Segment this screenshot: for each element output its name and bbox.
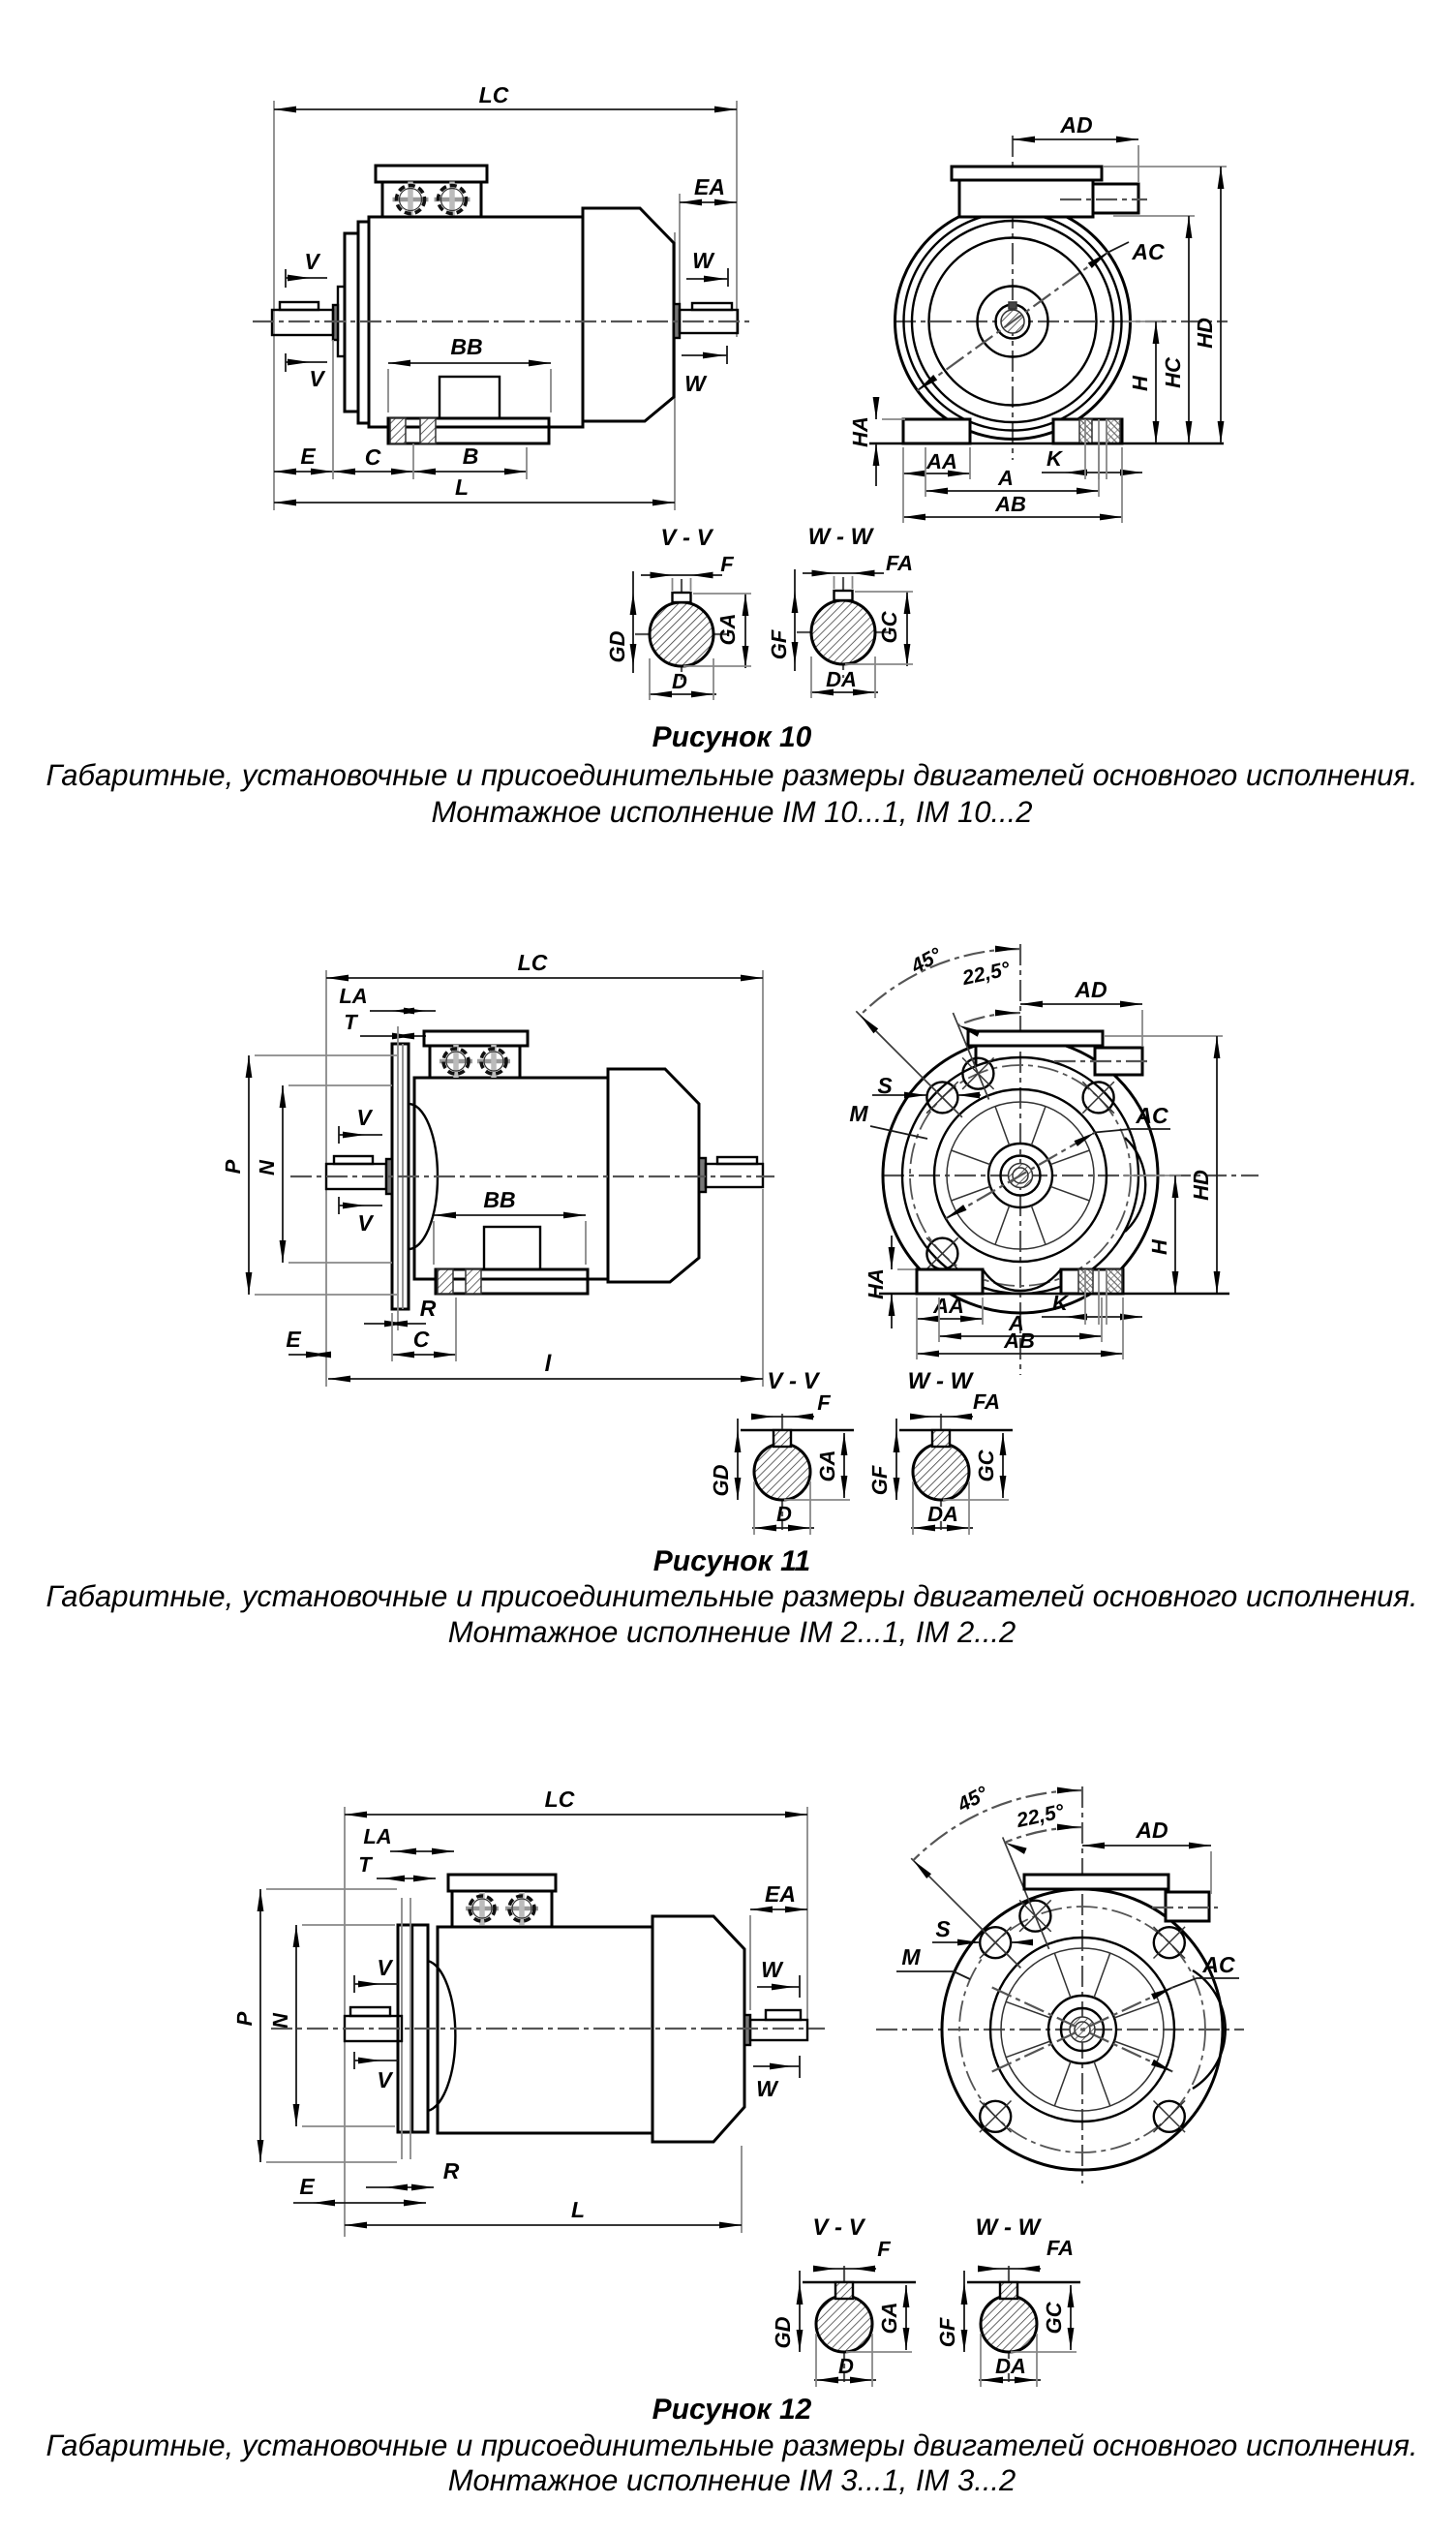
svg-text:A: A bbox=[997, 466, 1014, 490]
svg-text:BB: BB bbox=[483, 1187, 515, 1212]
svg-text:T: T bbox=[358, 1852, 373, 1877]
svg-text:AD: AD bbox=[1074, 977, 1107, 1002]
svg-text:E: E bbox=[299, 2174, 315, 2199]
svg-text:L: L bbox=[455, 474, 469, 500]
svg-text:N: N bbox=[255, 1159, 279, 1175]
svg-text:FA: FA bbox=[1046, 2236, 1074, 2260]
svg-text:F: F bbox=[817, 1390, 831, 1415]
svg-text:LC: LC bbox=[518, 950, 548, 975]
svg-text:HA: HA bbox=[848, 416, 872, 447]
svg-text:H: H bbox=[1128, 375, 1152, 391]
svg-text:L: L bbox=[571, 2197, 585, 2222]
svg-text:B: B bbox=[463, 443, 479, 469]
svg-text:M: M bbox=[849, 1101, 868, 1126]
svg-text:l: l bbox=[545, 1351, 553, 1377]
svg-text:V: V bbox=[304, 249, 320, 274]
svg-text:V - V: V - V bbox=[767, 1368, 820, 1394]
svg-text:LA: LA bbox=[339, 984, 367, 1008]
svg-text:EA: EA bbox=[694, 174, 725, 199]
svg-text:C: C bbox=[365, 444, 381, 470]
svg-text:M: M bbox=[901, 1944, 921, 1969]
svg-text:C: C bbox=[413, 1327, 430, 1352]
svg-text:Монтажное исполнение IM 10...1: Монтажное исполнение IM 10...1, IM 10...… bbox=[431, 795, 1032, 829]
svg-text:D: D bbox=[838, 2354, 854, 2378]
svg-text:V: V bbox=[356, 1105, 373, 1130]
svg-text:V - V: V - V bbox=[660, 525, 713, 551]
svg-text:AC: AC bbox=[1135, 1103, 1168, 1128]
svg-text:P: P bbox=[232, 2011, 257, 2026]
svg-text:E: E bbox=[300, 443, 316, 469]
svg-text:AD: AD bbox=[1135, 1817, 1168, 1843]
svg-text:W - W: W - W bbox=[808, 524, 875, 550]
svg-text:T: T bbox=[344, 1010, 358, 1034]
svg-text:GC: GC bbox=[1042, 2301, 1066, 2334]
svg-text:Рисунок 10: Рисунок 10 bbox=[652, 721, 812, 753]
svg-text:GF: GF bbox=[867, 1465, 892, 1495]
svg-text:F: F bbox=[720, 552, 734, 576]
svg-text:E: E bbox=[286, 1327, 301, 1352]
svg-text:GD: GD bbox=[605, 630, 629, 662]
svg-text:AA: AA bbox=[932, 1294, 964, 1318]
svg-text:V: V bbox=[309, 366, 325, 391]
svg-text:AB: AB bbox=[1003, 1328, 1035, 1353]
svg-text:W: W bbox=[692, 248, 715, 273]
svg-text:FA: FA bbox=[886, 551, 913, 575]
svg-text:LC: LC bbox=[545, 1786, 575, 1812]
svg-text:V - V: V - V bbox=[812, 2214, 865, 2241]
svg-text:W: W bbox=[756, 2076, 779, 2101]
svg-text:GD: GD bbox=[771, 2316, 795, 2348]
svg-text:EA: EA bbox=[765, 1881, 796, 1907]
svg-text:W: W bbox=[761, 1957, 784, 1982]
svg-text:GA: GA bbox=[877, 2303, 901, 2335]
svg-text:Рисунок 12: Рисунок 12 bbox=[652, 2394, 812, 2426]
svg-text:GA: GA bbox=[715, 614, 740, 646]
svg-text:F: F bbox=[877, 2237, 891, 2261]
svg-text:V: V bbox=[377, 1955, 393, 1980]
svg-text:AC: AC bbox=[1201, 1952, 1235, 1977]
svg-text:AA: AA bbox=[925, 449, 957, 473]
svg-text:D: D bbox=[672, 669, 687, 693]
svg-text:HD: HD bbox=[1193, 318, 1217, 349]
svg-text:Габаритные, установочные и при: Габаритные, установочные и присоединител… bbox=[46, 1579, 1417, 1613]
svg-text:K: K bbox=[1046, 446, 1064, 471]
svg-text:LC: LC bbox=[479, 82, 509, 107]
svg-text:AB: AB bbox=[994, 492, 1026, 516]
svg-text:GC: GC bbox=[877, 610, 901, 643]
svg-text:D: D bbox=[776, 1502, 792, 1526]
svg-text:HC: HC bbox=[1161, 356, 1185, 388]
svg-text:R: R bbox=[443, 2158, 460, 2183]
svg-text:S: S bbox=[935, 1916, 951, 1941]
svg-text:GA: GA bbox=[815, 1450, 839, 1482]
svg-text:K: K bbox=[1052, 1291, 1070, 1315]
svg-text:W - W: W - W bbox=[976, 2214, 1043, 2241]
svg-text:W - W: W - W bbox=[908, 1368, 975, 1394]
svg-text:Монтажное исполнение IM 2...1,: Монтажное исполнение IM 2...1, IM 2...2 bbox=[448, 1615, 1016, 1649]
svg-text:Монтажное исполнение IM 3...1,: Монтажное исполнение IM 3...1, IM 3...2 bbox=[448, 2463, 1016, 2497]
svg-text:AD: AD bbox=[1059, 112, 1092, 137]
svg-text:A: A bbox=[1008, 1311, 1024, 1335]
svg-text:Рисунок 11: Рисунок 11 bbox=[653, 1545, 810, 1577]
svg-text:AC: AC bbox=[1131, 239, 1165, 264]
svg-text:Габаритные, установочные и при: Габаритные, установочные и присоединител… bbox=[46, 2428, 1417, 2462]
svg-text:DA: DA bbox=[995, 2354, 1026, 2378]
svg-text:GF: GF bbox=[767, 629, 791, 659]
svg-text:GC: GC bbox=[974, 1449, 998, 1481]
svg-text:GD: GD bbox=[709, 1464, 733, 1496]
svg-text:H: H bbox=[1147, 1238, 1171, 1255]
svg-text:LA: LA bbox=[363, 1824, 391, 1848]
svg-text:R: R bbox=[420, 1296, 437, 1321]
svg-text:P: P bbox=[221, 1159, 245, 1174]
svg-text:N: N bbox=[268, 2012, 292, 2029]
svg-text:FA: FA bbox=[973, 1389, 1000, 1414]
svg-text:V: V bbox=[377, 2067, 393, 2092]
svg-text:S: S bbox=[877, 1073, 893, 1098]
svg-text:DA: DA bbox=[927, 1502, 958, 1526]
svg-text:Габаритные, установочные и при: Габаритные, установочные и присоединител… bbox=[46, 758, 1417, 792]
svg-text:BB: BB bbox=[450, 334, 482, 359]
svg-text:HD: HD bbox=[1189, 1170, 1213, 1201]
svg-text:W: W bbox=[684, 371, 708, 396]
svg-text:GF: GF bbox=[935, 2317, 959, 2347]
svg-text:V: V bbox=[357, 1210, 374, 1236]
svg-text:DA: DA bbox=[826, 667, 857, 691]
